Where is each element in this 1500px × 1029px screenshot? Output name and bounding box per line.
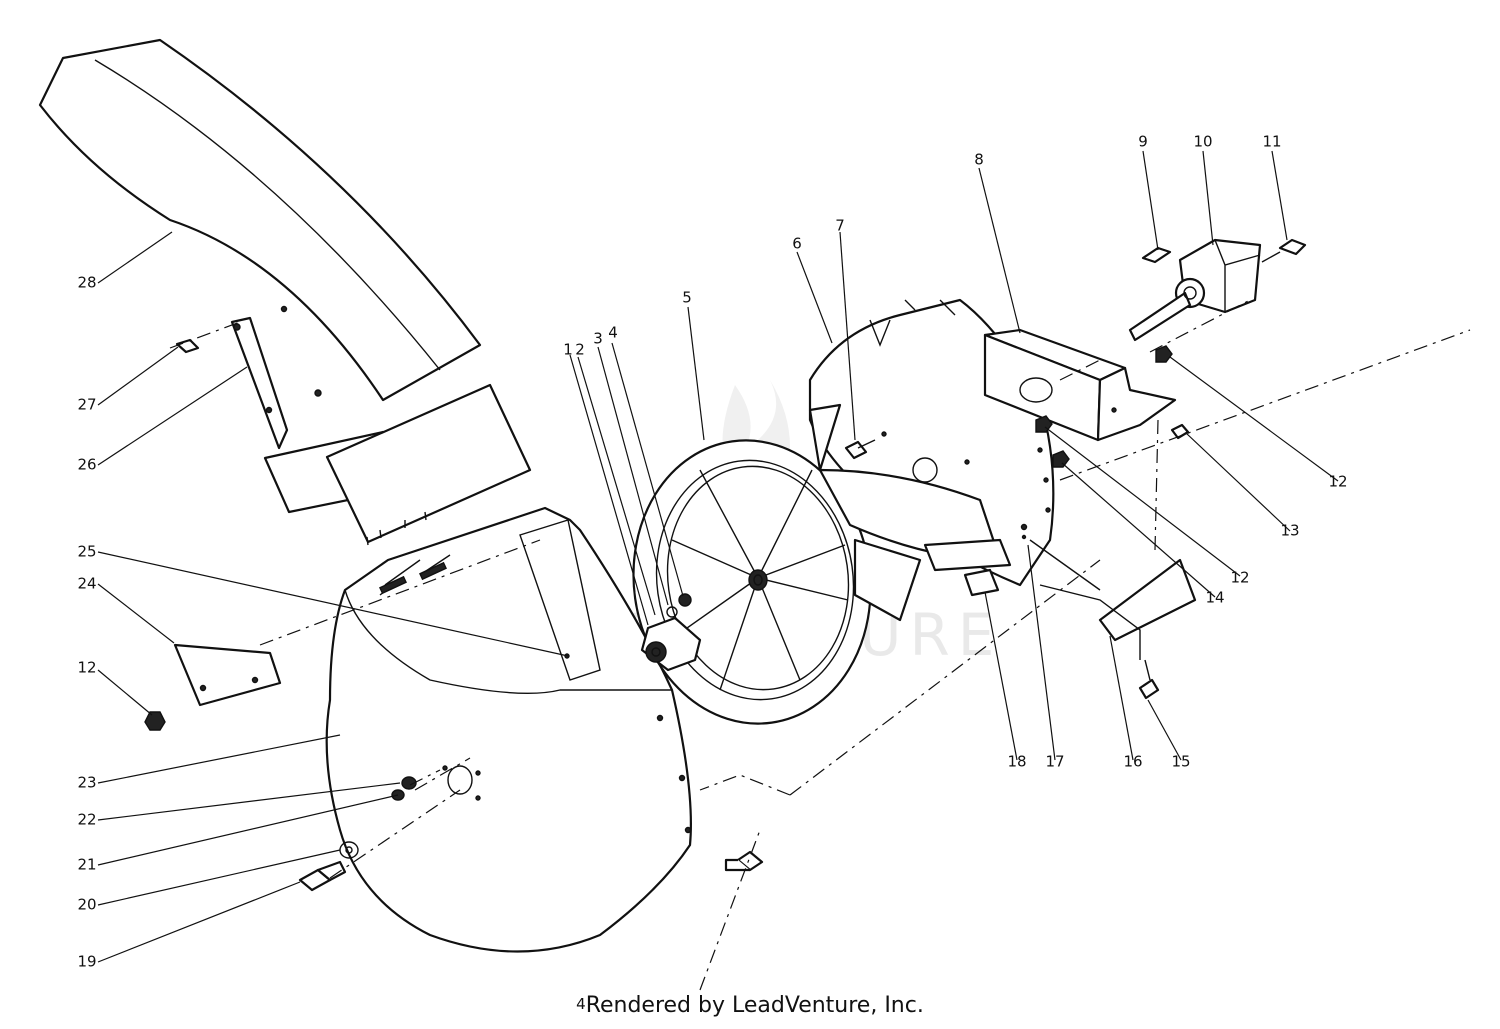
- callout-27: 27: [77, 396, 96, 414]
- footer-credit: 4Rendered by LeadVenture, Inc.: [0, 993, 1500, 1018]
- callout-25: 25: [77, 543, 96, 561]
- assembly-centerlines: [169, 299, 1471, 991]
- callout-5: 5: [682, 289, 692, 307]
- callout-12-right: 12: [1328, 473, 1347, 491]
- skid-strap: [1039, 558, 1197, 660]
- callout-6: 6: [792, 235, 802, 253]
- callout-19: 19: [77, 953, 96, 971]
- frame-screw: [1020, 523, 1028, 540]
- callout-17: 17: [1045, 753, 1064, 771]
- callout-8: 8: [974, 151, 984, 169]
- gearbox-bolt: [1261, 238, 1307, 263]
- bracket-nuts: [1035, 345, 1173, 468]
- callout-24: 24: [77, 575, 96, 593]
- gearbox: [1128, 238, 1262, 342]
- callout-9: 9: [1138, 133, 1148, 151]
- callout-7: 7: [835, 217, 845, 235]
- footer-mark: 4: [576, 995, 586, 1013]
- callout-10: 10: [1193, 133, 1212, 151]
- gearbox-bracket: [983, 328, 1177, 442]
- callout-14: 14: [1205, 589, 1224, 607]
- callout-12-lower: 12: [1230, 569, 1249, 587]
- housing-bolt: [844, 431, 887, 460]
- callout-23: 23: [77, 774, 96, 792]
- callout-21: 21: [77, 856, 96, 874]
- discharge-chute: [38, 38, 482, 402]
- callout-22: 22: [77, 811, 96, 829]
- callout-28: 28: [77, 274, 96, 292]
- footer-text: Rendered by LeadVenture, Inc.: [585, 993, 924, 1018]
- callout-15: 15: [1171, 753, 1190, 771]
- callout-4: 4: [608, 324, 618, 342]
- callout-18: 18: [1007, 753, 1026, 771]
- callout-1: 1: [563, 341, 573, 359]
- chute-bracket: [230, 316, 289, 450]
- callout-2: 2: [575, 341, 585, 359]
- skid-bolt: [1138, 659, 1160, 700]
- shaft-key: [1141, 246, 1172, 264]
- bracket-bolt: [1170, 423, 1190, 440]
- callout-12-left: 12: [77, 659, 96, 677]
- bearing-flange: [640, 593, 702, 672]
- callout-26: 26: [77, 456, 96, 474]
- blower-frame: [923, 538, 1101, 597]
- callout-3: 3: [593, 330, 603, 348]
- side-bracket: [173, 643, 282, 707]
- callout-20: 20: [77, 896, 96, 914]
- leader-lines: [97, 150, 1339, 963]
- chute-deflector-plates: [263, 383, 532, 546]
- callout-16: 16: [1123, 753, 1142, 771]
- blower-housing-cover: [325, 506, 692, 953]
- callout-13: 13: [1280, 522, 1299, 540]
- callout-11: 11: [1262, 133, 1281, 151]
- callout-labels: 28 27 26 25 24 12 23 22 21 20 19 1 2 3 4…: [77, 133, 1347, 971]
